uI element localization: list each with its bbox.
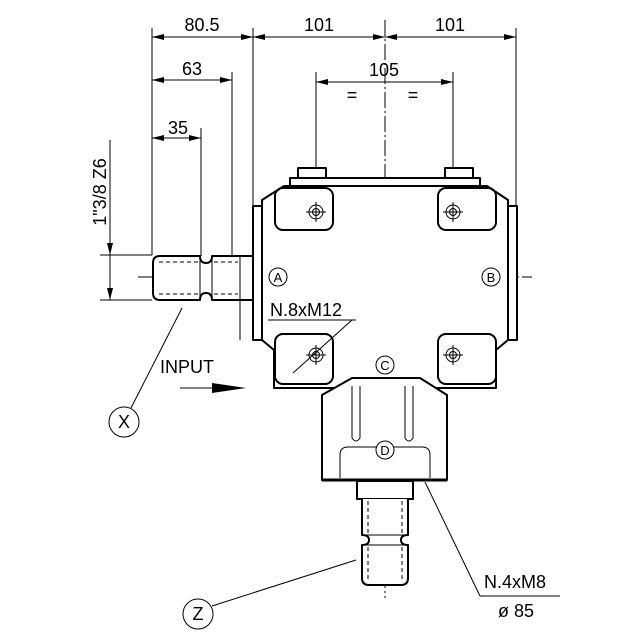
note-flange-holes: N.4xM8 <box>484 572 546 592</box>
dimension-105: 105 <box>369 60 399 80</box>
bolt-boss-bottom-left <box>274 333 334 385</box>
output-housing-rib-right <box>404 386 414 442</box>
threaded-hole-top-right <box>443 202 463 222</box>
bolt-boss-top-right <box>437 187 497 231</box>
leader-main-holes <box>292 319 353 374</box>
threaded-hole-bottom-right <box>443 345 463 365</box>
dimension-80-5: 80.5 <box>184 15 219 35</box>
label-d: D <box>375 440 395 460</box>
equal-sign-right: = <box>408 85 419 105</box>
label-a: A <box>268 267 288 287</box>
input-shaft-outline <box>152 255 253 301</box>
output-housing-rib-left <box>351 386 361 442</box>
output-shaft-outline <box>361 499 409 586</box>
svg-text:D: D <box>380 443 389 458</box>
svg-text:Z: Z <box>193 604 204 624</box>
input-label: INPUT <box>160 357 214 377</box>
svg-text:X: X <box>118 412 130 432</box>
dimension-101-left: 101 <box>304 15 334 35</box>
svg-text:C: C <box>380 358 389 373</box>
leader-flange-holes <box>424 481 481 597</box>
side-flange-left <box>252 205 263 341</box>
note-main-holes: N.8xM12 <box>270 300 342 320</box>
svg-text:A: A <box>274 270 283 285</box>
dimension-63: 63 <box>182 59 202 79</box>
output-housing-block <box>321 377 448 481</box>
dimension-101-right: 101 <box>435 15 465 35</box>
bolt-boss-top-left <box>274 187 334 231</box>
note-flange-diameter: ø 85 <box>498 601 534 621</box>
top-lug-right <box>444 167 474 179</box>
threaded-hole-top-left <box>306 202 326 222</box>
output-shaft-collar <box>356 480 414 500</box>
shaft-spec: 1"3/8 Z6 <box>90 158 110 225</box>
label-b: B <box>481 267 501 287</box>
svg-text:B: B <box>487 270 496 285</box>
top-lug-left <box>297 167 327 179</box>
leader-x <box>130 307 183 409</box>
leader-z <box>211 559 357 607</box>
label-c: C <box>375 355 395 375</box>
label-x: X <box>108 406 140 438</box>
bolt-boss-bottom-right <box>437 333 497 385</box>
side-flange-right <box>507 205 518 341</box>
dimension-35: 35 <box>168 118 188 138</box>
input-arrow-icon <box>180 383 246 393</box>
label-z: Z <box>182 598 214 630</box>
equal-sign-left: = <box>347 85 358 105</box>
top-rib <box>289 177 481 187</box>
